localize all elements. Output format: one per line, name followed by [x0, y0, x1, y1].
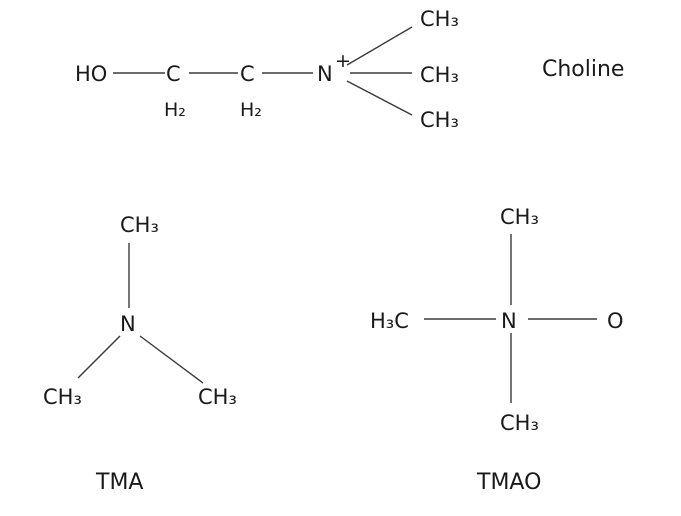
tmao-ch3-bot-label: CH₃ — [500, 411, 539, 435]
tma-structure: CH₃ N CH₃ CH₃ TMA — [43, 213, 237, 495]
tmao-ch3-top-label: CH₃ — [500, 205, 539, 229]
tma-n-label: N — [120, 312, 136, 336]
tmao-h3c-left-label: H₃C — [370, 309, 409, 333]
choline-bond-n-ch3-bot — [346, 80, 413, 116]
tma-name-label: TMA — [95, 470, 143, 495]
choline-structure: HO C C H₂ H₂ N + CH₃ CH₃ CH₃ Choline — [75, 7, 624, 132]
choline-h2-1-label: H₂ — [164, 99, 186, 121]
choline-bond-n-ch3-top — [346, 26, 413, 66]
choline-name-label: Choline — [542, 57, 624, 82]
choline-ch3-bot-label: CH₃ — [420, 108, 459, 132]
tma-bond-n-ch3-right — [139, 335, 204, 384]
tma-ch3-left-label: CH₃ — [43, 385, 82, 409]
choline-ch3-mid-label: CH₃ — [420, 63, 459, 87]
tma-bond-n-ch3-left — [77, 335, 121, 379]
tma-ch3-right-label: CH₃ — [198, 385, 237, 409]
choline-ch3-top-label: CH₃ — [420, 7, 459, 31]
tmao-structure: CH₃ H₃C N O CH₃ TMAO — [370, 205, 624, 495]
choline-charge-label: + — [335, 50, 351, 72]
tmao-name-label: TMAO — [476, 470, 541, 495]
tma-ch3-top-label: CH₃ — [120, 213, 159, 237]
choline-h2-2-label: H₂ — [240, 99, 262, 121]
choline-n-label: N — [317, 62, 333, 86]
choline-ho-label: HO — [75, 62, 107, 86]
tmao-o-label: O — [607, 309, 624, 333]
tmao-n-label: N — [501, 309, 517, 333]
choline-c2-label: C — [240, 62, 255, 86]
choline-c1-label: C — [166, 62, 181, 86]
